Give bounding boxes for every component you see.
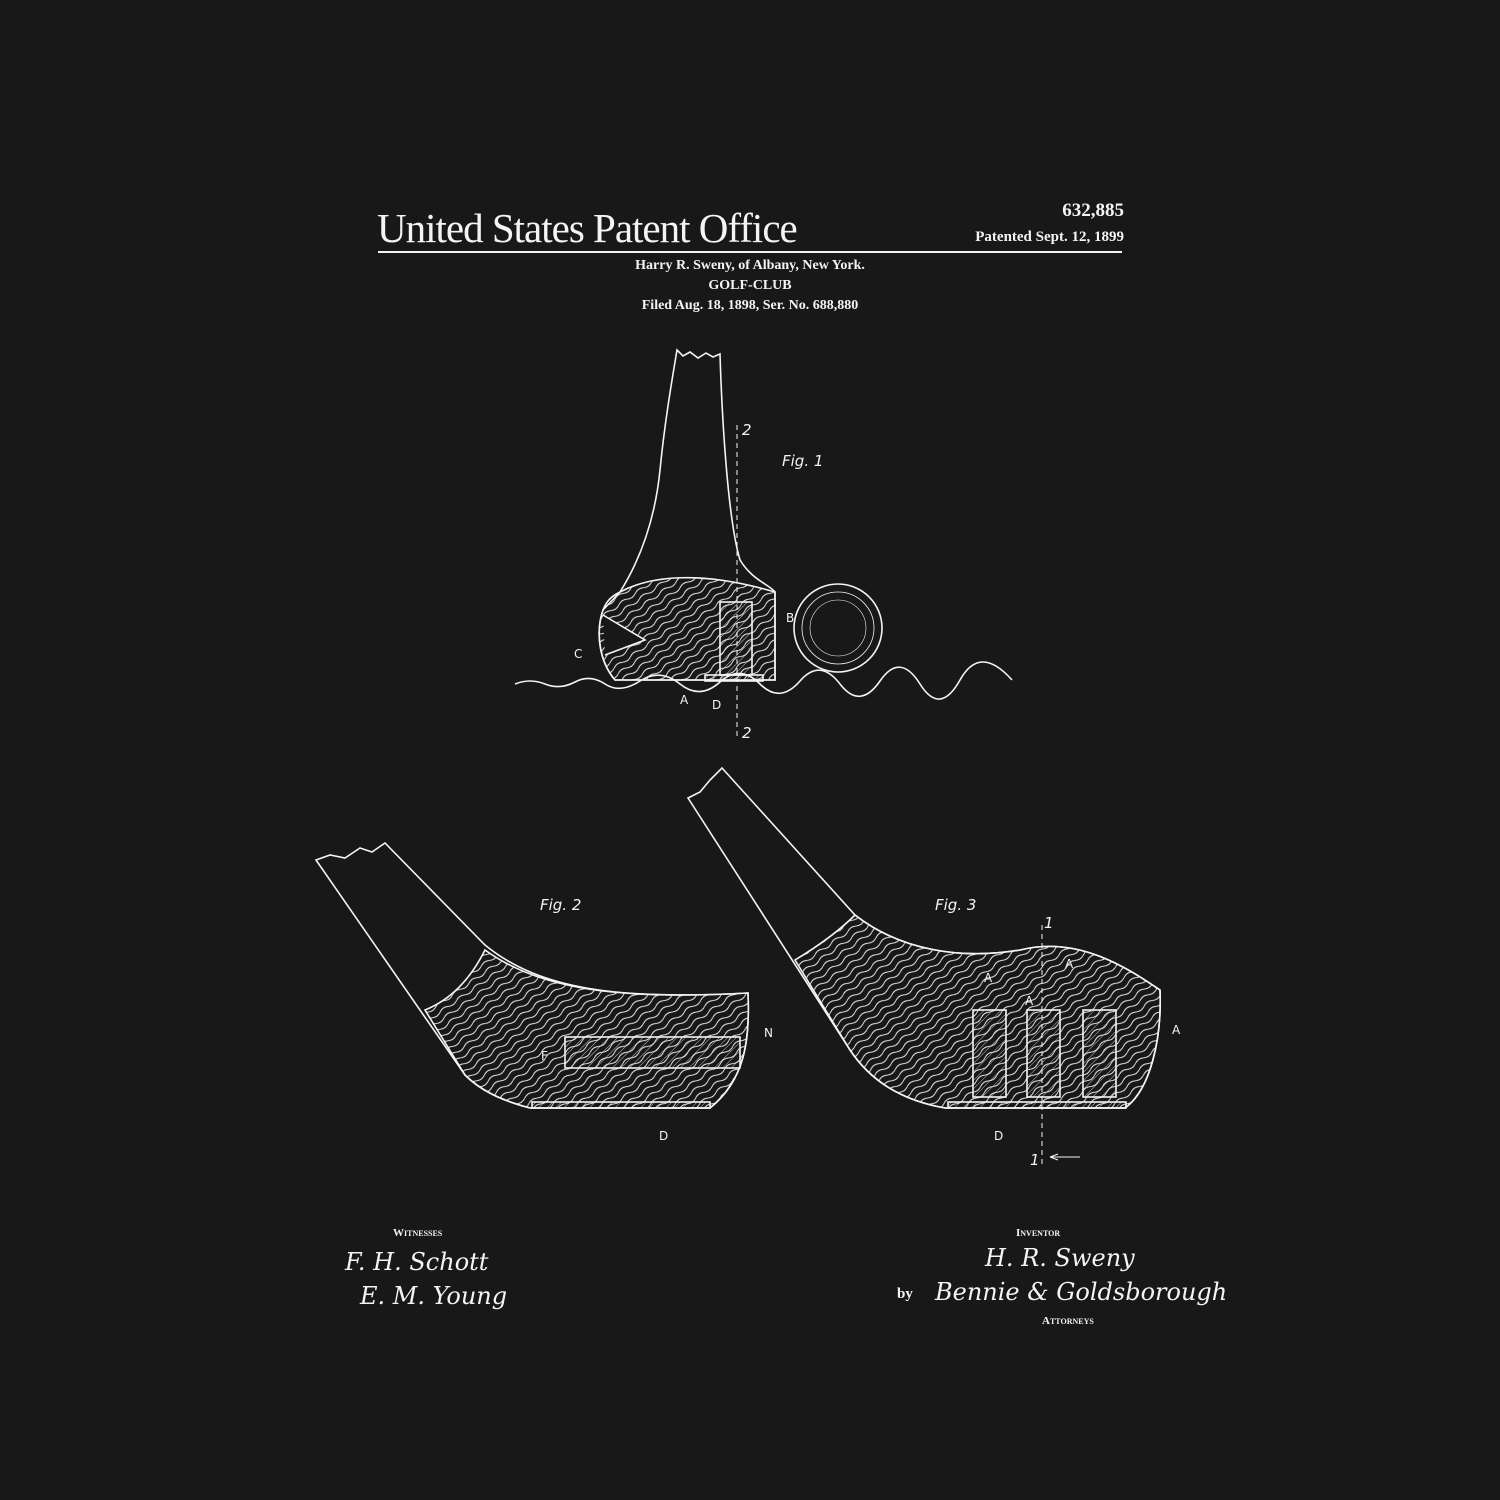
fig3-section-bottom: 1 xyxy=(1030,1151,1040,1169)
attorneys-signature: Bennie & Goldsborough xyxy=(934,1278,1227,1306)
patent-date: Patented Sept. 12, 1899 xyxy=(975,229,1124,245)
fig1-ref-a: A xyxy=(680,693,689,707)
fig3-ref-a2: A xyxy=(1065,957,1074,971)
fig3-section-top: 1 xyxy=(1044,914,1054,932)
fig3-ref-a4: A xyxy=(1025,994,1034,1008)
witness-signature-1: F. H. Schott xyxy=(344,1248,489,1276)
fig2-ref-n: N xyxy=(764,1026,773,1040)
fig3-ref-d: D xyxy=(994,1129,1003,1143)
patent-subject: GOLF-CLUB xyxy=(708,278,792,293)
office-title: United States Patent Office xyxy=(377,205,798,251)
figure-2-drawing xyxy=(314,841,750,1109)
patent-number: 632,885 xyxy=(1062,200,1124,221)
fig3-ref-a1: A xyxy=(984,971,993,985)
fig1-ref-c: C xyxy=(574,647,582,661)
by-label: by xyxy=(897,1286,913,1302)
fig3-label: Fig. 3 xyxy=(935,896,976,914)
figure-3-drawing xyxy=(686,766,1162,1165)
fig1-ref-d: D xyxy=(712,698,721,712)
fig3-ref-a3: A xyxy=(1172,1023,1181,1037)
fig1-section-bottom: 2 xyxy=(742,724,752,742)
filed-line: Filed Aug. 18, 1898, Ser. No. 688,880 xyxy=(641,298,859,313)
witnesses-label: Witnesses xyxy=(393,1227,443,1239)
fig2-ref-f: F xyxy=(541,1049,548,1063)
attorneys-label: Attorneys xyxy=(1042,1315,1094,1327)
header-rule xyxy=(378,251,1122,253)
witness-signature-2: E. M. Young xyxy=(359,1282,507,1310)
inventor-line: Harry R. Sweny, of Albany, New York. xyxy=(635,258,865,273)
fig1-ref-b: B xyxy=(786,611,794,625)
figure-1-drawing xyxy=(514,348,1013,740)
fig1-label: Fig. 1 xyxy=(782,452,823,470)
inventor-label: Inventor xyxy=(1016,1227,1060,1239)
fig2-label: Fig. 2 xyxy=(540,896,581,914)
fig1-section-top: 2 xyxy=(742,421,752,439)
fig2-ref-d: D xyxy=(659,1129,668,1143)
inventor-signature: H. R. Sweny xyxy=(984,1244,1135,1272)
